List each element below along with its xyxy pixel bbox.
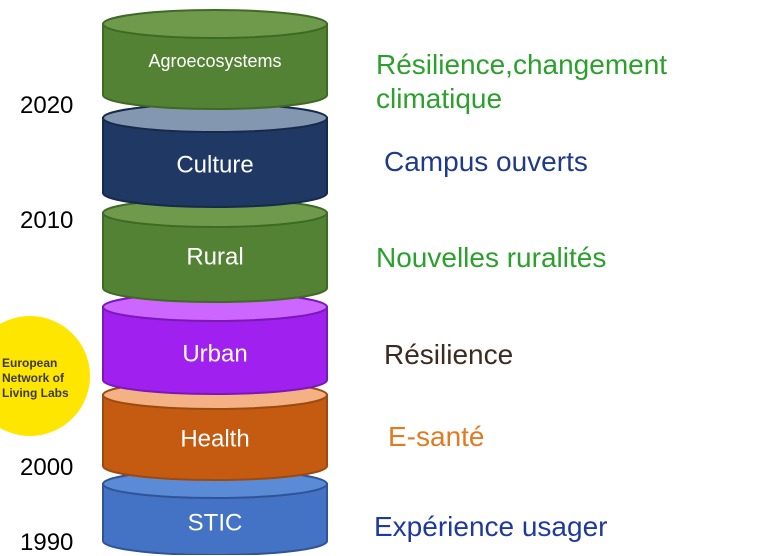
- logo-line-2: Network of: [2, 371, 65, 385]
- layer-agroecosystems-body: [102, 23, 328, 110]
- description-urban: Résilience: [384, 339, 514, 370]
- layer-urban: Urban: [102, 292, 328, 395]
- layer-rural: Rural: [102, 198, 328, 303]
- layer-stic-label: STIC: [188, 509, 243, 536]
- layer-culture-label: Culture: [176, 151, 253, 178]
- logo-line-3: Living Labs: [2, 386, 69, 400]
- layer-culture: Culture: [102, 103, 328, 208]
- enoll-logo: European Network of Living Labs: [0, 316, 90, 436]
- description-stic: Expérience usager: [374, 511, 608, 542]
- logo-line-1: European: [2, 356, 57, 370]
- layer-health-label: Health: [180, 425, 249, 452]
- description-agroecosystems: Résilience,changement climatique: [376, 48, 746, 115]
- year-2010: 2010: [20, 207, 74, 234]
- logo-circle: [0, 316, 90, 436]
- layer-stic: STIC: [102, 469, 328, 555]
- layer-urban-body: [102, 306, 328, 395]
- year-1990: 1990: [20, 529, 74, 556]
- layer-agroecosystems: Agroecosystems: [102, 9, 328, 110]
- year-2000: 2000: [20, 454, 74, 481]
- description-health: E-santé: [388, 421, 485, 452]
- layer-rural-body: [102, 212, 328, 303]
- layer-agroecosystems-top: [102, 9, 328, 39]
- description-agroecosystems-text: Résilience,changement climatique: [376, 49, 668, 114]
- description-rural: Nouvelles ruralités: [376, 242, 607, 273]
- layer-agroecosystems-label: Agroecosystems: [148, 51, 281, 71]
- layer-culture-body: [102, 117, 328, 208]
- layer-health-body: [102, 394, 328, 481]
- layer-urban-label: Urban: [182, 340, 247, 367]
- year-2020: 2020: [20, 92, 74, 119]
- layer-health: Health: [102, 380, 328, 481]
- description-culture: Campus ouverts: [384, 146, 588, 177]
- layer-rural-label: Rural: [186, 243, 243, 270]
